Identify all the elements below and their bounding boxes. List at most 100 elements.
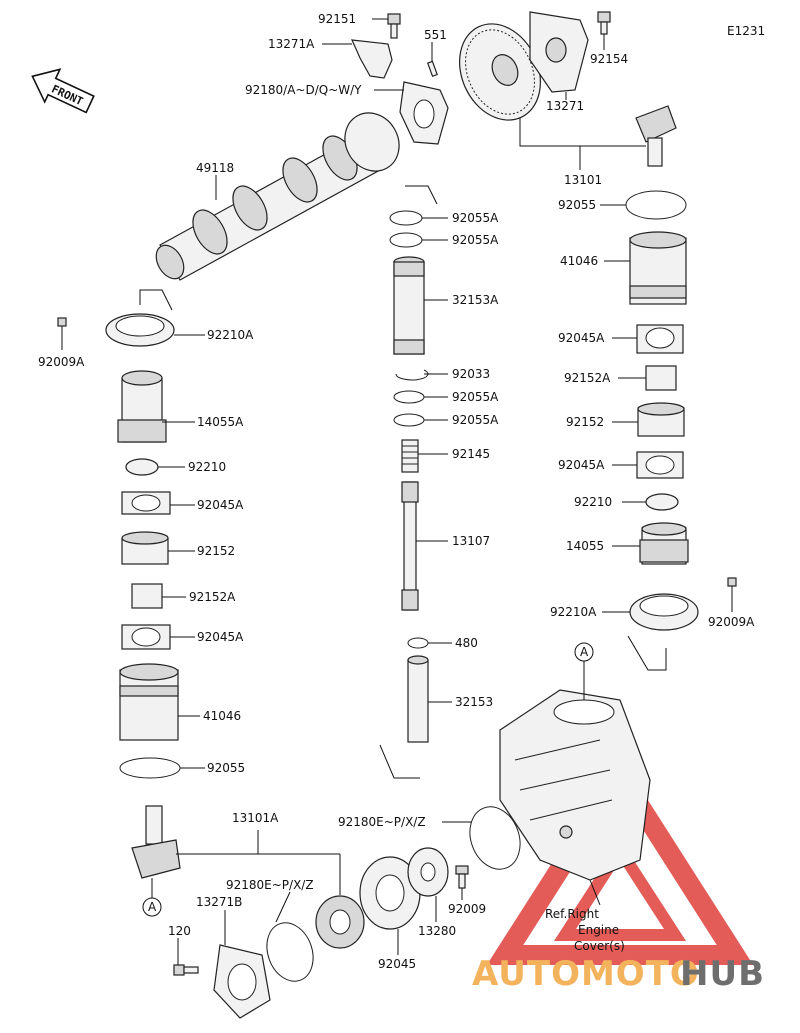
bushing-92152a-right: [645, 365, 677, 391]
label-92210a-left: 92210A: [207, 328, 254, 342]
bushing-92152-right: [637, 402, 685, 437]
bevel-gear-13101a: [131, 805, 181, 879]
label-92033: 92033: [452, 367, 490, 381]
bearing-92045a-right-1: [636, 324, 684, 354]
oring-92055a-2: [389, 232, 423, 248]
nut-92210-right: [645, 493, 679, 511]
housing-41046-left: [119, 663, 179, 741]
nut-92210a-right: [629, 593, 699, 631]
label-92152a-left: 92152A: [189, 590, 236, 604]
spring-92145: [401, 439, 419, 473]
watermark-text-1: AUTOMOTO: [472, 954, 700, 994]
label-13101a: 13101A: [232, 811, 279, 825]
callout-a-label-1: A: [148, 900, 157, 914]
nut-92009a-left: [57, 317, 67, 327]
bearing-92045: [359, 856, 421, 930]
sleeve-14055: [639, 522, 689, 565]
label-92180e-z-2: 92180E~P/X/Z: [338, 815, 426, 829]
sleeve-14055a: [117, 370, 167, 443]
label-32153: 32153: [455, 695, 493, 709]
label-92045a-left-1: 92045A: [197, 498, 244, 512]
nut-92009a-right: [727, 577, 737, 587]
bearing-92045a-left-2: [121, 624, 171, 650]
engine-cover-housing: [499, 689, 651, 881]
label-92180-ay: 92180/A~D/Q~W/Y: [245, 83, 362, 97]
oring-92055-left: [119, 757, 181, 779]
label-92210-right: 92210: [574, 495, 612, 509]
oring-92055a-1: [389, 210, 423, 226]
label-92152-left: 92152: [197, 544, 235, 558]
bushing-92152a-left: [131, 583, 163, 609]
clip-480: [407, 637, 429, 649]
bolt-92151: [387, 13, 401, 39]
label-92055-right: 92055: [558, 198, 596, 212]
label-92151: 92151: [318, 12, 356, 26]
label-32153a: 32153A: [452, 293, 499, 307]
oring-92055-right: [625, 190, 687, 220]
tube-32153: [407, 655, 429, 743]
label-92055-left: 92055: [207, 761, 245, 775]
shaft-13107: [401, 481, 419, 611]
oring-92055a-3: [393, 390, 425, 404]
label-13271a: 13271A: [268, 37, 315, 51]
label-92055a-3: 92055A: [452, 390, 499, 404]
label-480: 480: [455, 636, 478, 650]
label-13271: 13271: [546, 99, 584, 113]
label-92210-left: 92210: [188, 460, 226, 474]
label-41046-right: 41046: [560, 254, 598, 268]
label-92045a-left-2: 92045A: [197, 630, 244, 644]
front-arrow: FRONT: [31, 68, 95, 114]
housing-41046-right: [629, 231, 687, 305]
label-92154: 92154: [590, 52, 628, 66]
bushing-92152-left: [121, 531, 169, 565]
oring-92180-bottom: [266, 922, 314, 982]
watermark-triangle-inner: [553, 838, 687, 941]
bolt-120: [173, 964, 199, 976]
circlip-92033: [395, 369, 429, 381]
label-92045a-right-1: 92045A: [558, 331, 605, 345]
watermark-text-2: HUB: [680, 954, 765, 994]
bracket-13271a: [351, 39, 393, 79]
label-92152a-right: 92152A: [564, 371, 611, 385]
label-92152-right: 92152: [566, 415, 604, 429]
label-14055: 14055: [566, 539, 604, 553]
label-92145: 92145: [452, 447, 490, 461]
oring-92180-right: [469, 806, 521, 870]
label-92180e-z-1: 92180E~P/X/Z: [226, 878, 314, 892]
label-92055a-4: 92055A: [452, 413, 499, 427]
ref-note-line-3: Cover(s): [574, 939, 625, 953]
label-49118: 49118: [196, 161, 234, 175]
label-92009a-right: 92009A: [708, 615, 755, 629]
bolt-92009: [455, 865, 469, 889]
bevel-gear-13101: [635, 105, 677, 167]
bearing-92045a-left-1: [121, 491, 171, 515]
label-92009a-left: 92009A: [38, 355, 85, 369]
label-14055a: 14055A: [197, 415, 244, 429]
label-13271b: 13271B: [196, 895, 242, 909]
label-92009: 92009: [448, 902, 486, 916]
ref-note-line-2: Engine: [578, 923, 619, 937]
camshaft-49118: [155, 112, 400, 281]
label-92045a-right-2: 92045A: [558, 458, 605, 472]
oring-92055a-4: [393, 413, 425, 427]
bearing-92045a-right-2: [636, 451, 684, 479]
label-92055a-1: 92055A: [452, 211, 499, 225]
label-13101: 13101: [564, 173, 602, 187]
label-120: 120: [168, 924, 191, 938]
label-13107: 13107: [452, 534, 490, 548]
label-92045: 92045: [378, 957, 416, 971]
pin-551: [426, 60, 438, 78]
nut-92210a-left: [105, 313, 175, 347]
bolt-92154: [597, 11, 611, 35]
label-13280: 13280: [418, 924, 456, 938]
tube-32153a: [393, 256, 425, 355]
label-92055a-2: 92055A: [452, 233, 499, 247]
nut-92210-left: [125, 458, 159, 476]
label-41046-left: 41046: [203, 709, 241, 723]
callout-a-label-2: A: [580, 645, 589, 659]
label-92210a-right: 92210A: [550, 605, 597, 619]
label-551: 551: [424, 28, 447, 42]
diagram-code: E1231: [727, 24, 765, 38]
front-arrow-icon: [31, 68, 95, 114]
